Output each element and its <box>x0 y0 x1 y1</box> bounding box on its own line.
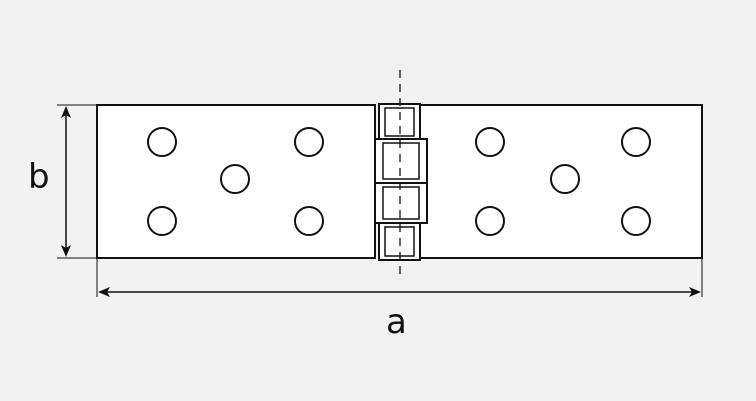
dimension-b-label: b <box>28 157 50 197</box>
dimension-a-arrow-left <box>98 287 110 297</box>
hole <box>294 127 324 157</box>
knuckle-middle-inner <box>382 186 420 220</box>
hole <box>220 164 250 194</box>
dimension-b-arrow-top <box>61 106 71 118</box>
hole <box>294 206 324 236</box>
hinge-knuckles <box>374 103 428 261</box>
dimension-b <box>57 104 97 259</box>
hole <box>621 206 651 236</box>
dimension-b-arrow-bottom <box>61 245 71 257</box>
hole <box>475 206 505 236</box>
knuckle-top <box>378 103 421 141</box>
hole <box>550 164 580 194</box>
knuckle-top-inner <box>384 107 415 137</box>
left-leaf-holes <box>147 127 324 236</box>
hole <box>147 127 177 157</box>
hole <box>621 127 651 157</box>
right-leaf-holes <box>475 127 651 236</box>
dimension-a-label: a <box>386 302 407 342</box>
dimension-a <box>96 258 703 297</box>
dimension-a-arrow-right <box>689 287 701 297</box>
hole <box>147 206 177 236</box>
knuckle-upper-inner <box>382 142 420 180</box>
hole <box>475 127 505 157</box>
